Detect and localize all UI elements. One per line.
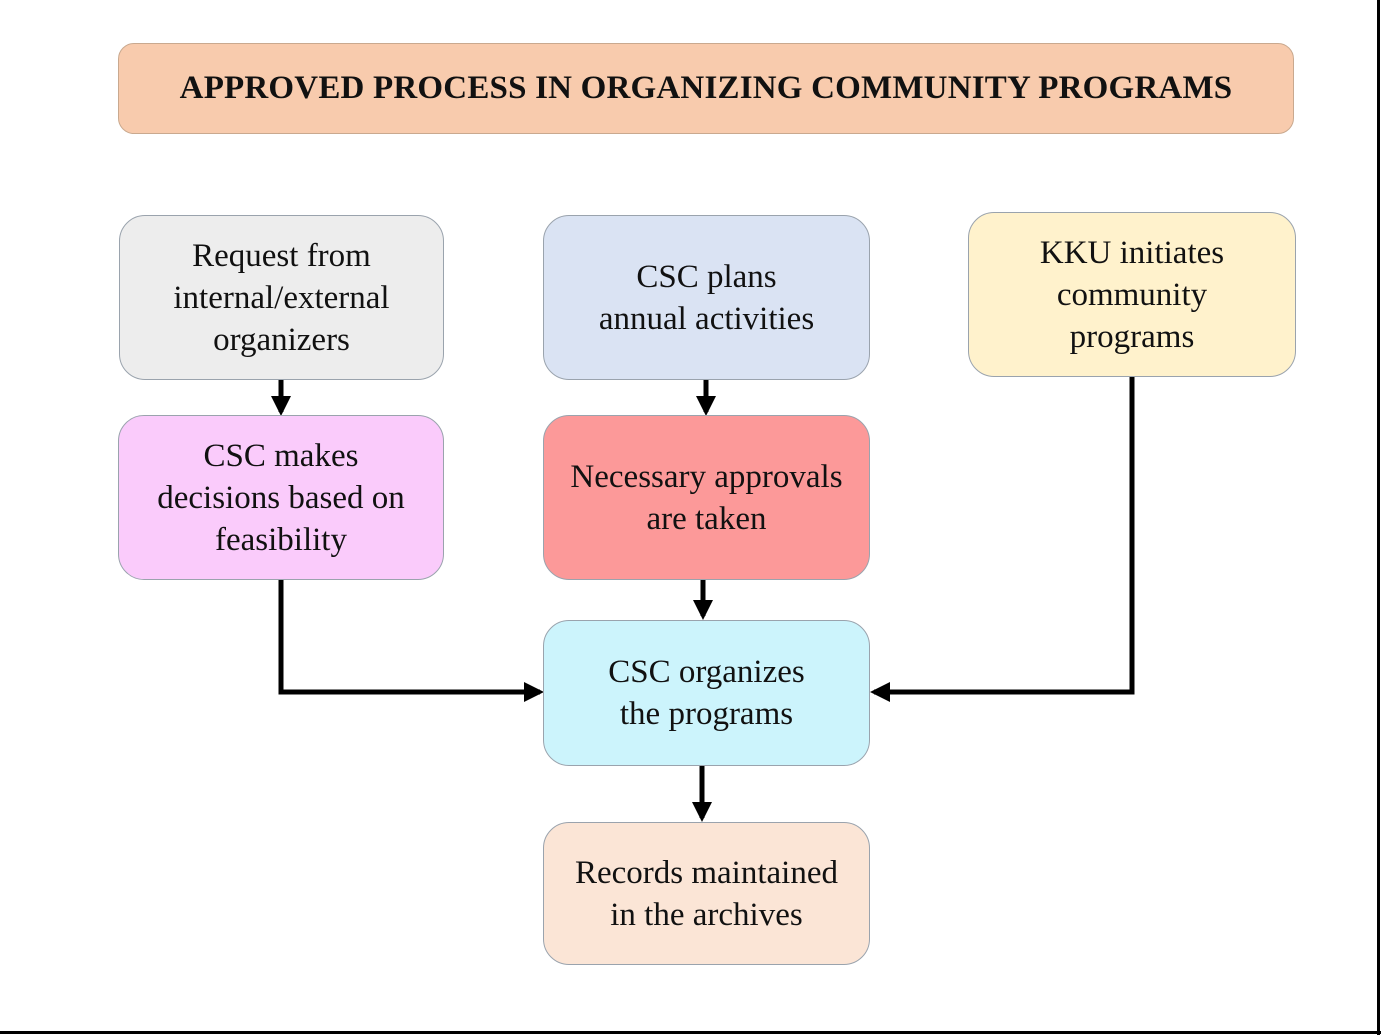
page-border-bottom — [0, 1031, 1381, 1034]
arrow-kku-to-organizes — [870, 376, 1135, 702]
arrow-feasibility-to-organizes — [278, 580, 544, 702]
node-feasibility-label: CSC makes decisions based on feasibility — [157, 437, 405, 558]
diagram-title-box: APPROVED PROCESS IN ORGANIZING COMMUNITY… — [118, 43, 1294, 134]
node-csc-feasibility-decision: CSC makes decisions based on feasibility — [118, 415, 444, 580]
node-records-in-archives: Records maintained in the archives — [543, 822, 870, 965]
node-csc-organizes-programs: CSC organizes the programs — [543, 620, 870, 766]
node-kku-initiates-label: KKU initiates community programs — [1039, 234, 1225, 355]
node-request-from-organizers: Request from internal/external organizer… — [119, 215, 444, 380]
node-records-label: Records maintained in the archives — [574, 854, 838, 933]
node-request-label: Request from internal/external organizer… — [173, 237, 390, 358]
node-csc-plans-label: CSC plans annual activities — [598, 258, 815, 337]
node-organizes-label: CSC organizes the programs — [608, 654, 805, 732]
diagram-title: APPROVED PROCESS IN ORGANIZING COMMUNITY… — [179, 70, 1233, 106]
page-border-right — [1377, 0, 1380, 1035]
node-csc-plans-activities: CSC plans annual activities — [543, 215, 870, 380]
node-necessary-approvals: Necessary approvals are taken — [543, 415, 870, 580]
node-approvals-label: Necessary approvals are taken — [570, 458, 843, 537]
node-kku-initiates-programs: KKU initiates community programs — [968, 212, 1296, 377]
